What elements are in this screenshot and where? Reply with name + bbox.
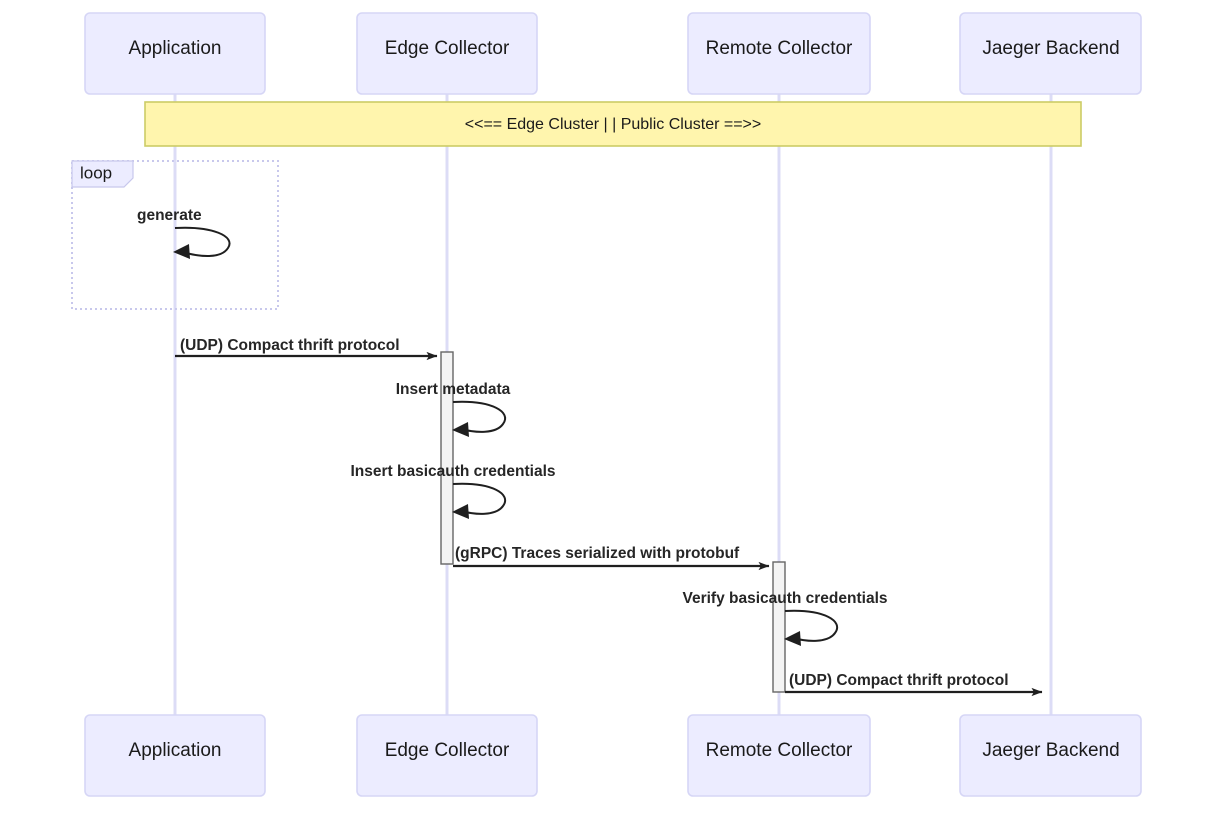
message-label: Insert metadata	[396, 381, 511, 398]
participant-label: Edge Collector	[385, 38, 510, 59]
activations	[440, 351, 786, 693]
lifelines	[173, 94, 1053, 715]
activation-edge-collector	[440, 351, 454, 565]
loop-tag-label: loop	[80, 163, 112, 182]
participant-box[interactable]	[959, 12, 1142, 95]
self-loop-arrowhead	[452, 422, 469, 437]
message-label: Verify basicauth credentials	[682, 590, 887, 607]
message-grpc-traces-protobuf[interactable]: (gRPC) Traces serialized with protobuf	[453, 545, 770, 571]
note-box[interactable]	[144, 101, 1082, 147]
participant-label: Jaeger Backend	[982, 740, 1119, 761]
message-verify-basicauth-credentials[interactable]: Verify basicauth credentials	[682, 590, 888, 646]
participant-bottom-jaeger-backend[interactable]: Jaeger Backend	[959, 714, 1142, 797]
self-loop-arrowhead	[784, 631, 801, 646]
participant-bottom-application[interactable]: Application	[84, 714, 266, 797]
activation-remote-collector	[772, 561, 786, 693]
self-loop-arrowhead	[452, 504, 469, 519]
note-edge-public-cluster[interactable]: <<== Edge Cluster | | Public Cluster ==>…	[144, 101, 1082, 147]
participant-top-application[interactable]: Application	[84, 12, 266, 95]
message-insert-metadata[interactable]: Insert metadata	[396, 381, 511, 437]
messages: (UDP) Compact thrift protocol Insert met…	[175, 337, 1043, 697]
self-loop-path	[174, 226, 231, 257]
message-label: (UDP) Compact thrift protocol	[789, 672, 1009, 689]
participant-label: Remote Collector	[706, 38, 853, 59]
participant-top-remote-collector[interactable]: Remote Collector	[687, 12, 871, 95]
participant-box[interactable]	[959, 714, 1142, 797]
self-loop-arrowhead	[173, 244, 190, 259]
participant-label: Application	[129, 740, 222, 761]
participant-label: Jaeger Backend	[982, 38, 1119, 59]
self-loop-path	[452, 400, 506, 433]
participant-bottom-edge-collector[interactable]: Edge Collector	[356, 714, 538, 797]
fragment-loop[interactable]: loop generate	[71, 160, 279, 310]
message-generate[interactable]: generate	[137, 207, 231, 259]
participant-box[interactable]	[687, 12, 871, 95]
loop-tag-shape	[71, 160, 134, 188]
loop-frame-border	[71, 160, 279, 310]
message-udp-compact-thrift-1[interactable]: (UDP) Compact thrift protocol	[175, 337, 438, 361]
participants-top: Application Edge Collector Remote Collec…	[84, 12, 1142, 95]
message-label: (gRPC) Traces serialized with protobuf	[455, 545, 740, 562]
participant-label: Edge Collector	[385, 740, 510, 761]
participant-label: Application	[129, 38, 222, 59]
note-label: <<== Edge Cluster | | Public Cluster ==>…	[465, 116, 761, 133]
participants-bottom: Application Edge Collector Remote Collec…	[84, 714, 1142, 797]
message-label: Insert basicauth credentials	[350, 463, 555, 480]
participant-box[interactable]	[687, 714, 871, 797]
participant-box[interactable]	[356, 714, 538, 797]
participant-top-jaeger-backend[interactable]: Jaeger Backend	[959, 12, 1142, 95]
participant-box[interactable]	[84, 12, 266, 95]
self-loop-path	[784, 609, 838, 642]
participant-bottom-remote-collector[interactable]: Remote Collector	[687, 714, 871, 797]
participant-top-edge-collector[interactable]: Edge Collector	[356, 12, 538, 95]
participant-box[interactable]	[84, 714, 266, 797]
message-insert-basicauth-credentials[interactable]: Insert basicauth credentials	[350, 463, 556, 519]
message-udp-compact-thrift-2[interactable]: (UDP) Compact thrift protocol	[785, 672, 1043, 697]
message-label: generate	[137, 207, 202, 224]
participant-label: Remote Collector	[706, 740, 853, 761]
participant-box[interactable]	[356, 12, 538, 95]
message-label: (UDP) Compact thrift protocol	[180, 337, 400, 354]
self-loop-path	[452, 482, 506, 515]
